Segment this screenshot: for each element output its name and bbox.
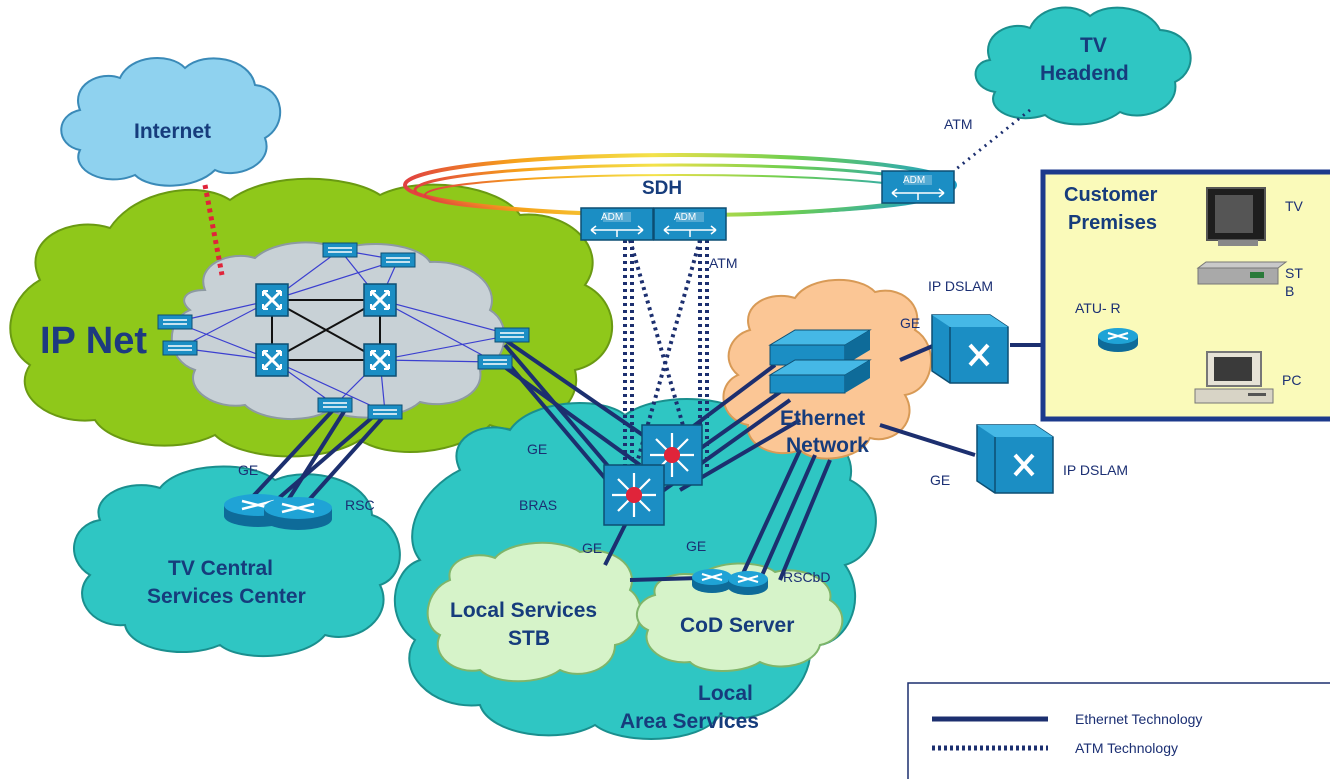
- core-switch-icon: [362, 282, 398, 318]
- edge-switch-icon: [322, 242, 358, 258]
- tv-central-label-2: Services Center: [147, 585, 306, 608]
- ip-net-label: IP Net: [40, 320, 148, 362]
- tv-label: TV: [1285, 198, 1303, 214]
- ethernet-switch-icon: [768, 329, 872, 394]
- stb-icon: [1196, 261, 1288, 285]
- ge-label: GE: [930, 472, 951, 488]
- adm-label: ADM: [601, 212, 624, 223]
- stb-label-1: ST: [1285, 265, 1303, 281]
- ethernet-network-label-2: Network: [786, 434, 869, 457]
- ip-dslam-bottom-label: IP DSLAM: [1063, 462, 1129, 478]
- edge-switch-icon: [477, 354, 513, 370]
- edge-switch-icon: [494, 327, 530, 343]
- rscbd-label: RSCbD: [783, 569, 831, 585]
- customer-premises-title-1: Customer: [1064, 184, 1158, 206]
- adm-label: ADM: [674, 212, 697, 223]
- legend-ethernet-label: Ethernet Technology: [1075, 711, 1203, 727]
- tv-headend-label-2: Headend: [1040, 62, 1129, 85]
- legend-atm-label: ATM Technology: [1075, 740, 1178, 756]
- tv-central-label-1: TV Central: [168, 557, 274, 580]
- ipnet-mesh: [174, 249, 513, 413]
- tv-icon: [1206, 187, 1266, 246]
- rsc-label: RSC: [345, 497, 375, 513]
- local-services-cloud: [426, 541, 642, 683]
- ge-label: GE: [686, 538, 707, 554]
- cod-server-cloud: [636, 562, 844, 672]
- ethernet-links: [243, 278, 1207, 582]
- atm-sdh-label: ATM: [709, 255, 738, 271]
- internet-label: Internet: [134, 120, 212, 143]
- legend: [907, 682, 1330, 779]
- edge-switch-icon: [367, 404, 403, 420]
- customer-premises-title-2: Premises: [1068, 212, 1157, 234]
- adm-label: ADM: [903, 175, 926, 186]
- ge-label: GE: [238, 462, 259, 478]
- local-area-label-1: Local: [698, 682, 753, 705]
- rsc-router-icon: [262, 495, 334, 532]
- sdh-label: SDH: [642, 178, 683, 199]
- edge-switch-icon: [317, 397, 353, 413]
- ip-net-cloud: [9, 177, 614, 458]
- core-switch-icon: [254, 342, 290, 378]
- ip-dslam-icon: [975, 423, 1055, 495]
- pc-icon: [1194, 351, 1274, 404]
- ip-dslam-icon: [930, 313, 1010, 385]
- internet-cloud: [60, 56, 282, 187]
- local-services-label-1: Local Services: [450, 599, 598, 622]
- ip-dslam-top-label: IP DSLAM: [928, 278, 994, 294]
- bras-label: BRAS: [519, 497, 558, 513]
- ge-label: GE: [900, 315, 921, 331]
- edge-switch-icon: [380, 252, 416, 268]
- ethernet-network-label-1: Ethernet: [780, 407, 866, 430]
- atur-router-icon: [1097, 327, 1139, 353]
- pc-label: PC: [1282, 372, 1302, 388]
- ge-label: GE: [527, 441, 548, 457]
- edge-switch-icon: [162, 340, 198, 356]
- atm-top-label: ATM: [944, 116, 973, 132]
- rscbd-router-icon: [691, 568, 733, 594]
- rscbd-router-icon: [727, 570, 769, 596]
- stb-label-2: B: [1285, 283, 1295, 299]
- local-services-label-2: STB: [508, 627, 550, 650]
- ge-label: GE: [582, 540, 603, 556]
- edge-switch-icon: [157, 314, 193, 330]
- local-area-label-2: Area Services: [620, 710, 759, 733]
- cod-server-label: CoD Server: [680, 614, 795, 637]
- core-switch-icon: [362, 342, 398, 378]
- tv-headend-label-1: TV: [1080, 34, 1107, 57]
- atur-label: ATU- R: [1075, 300, 1121, 316]
- tv-headend-cloud: [974, 6, 1192, 126]
- core-switch-icon: [254, 282, 290, 318]
- customer-premises-box: [1040, 169, 1330, 422]
- bras-icon: [602, 463, 666, 527]
